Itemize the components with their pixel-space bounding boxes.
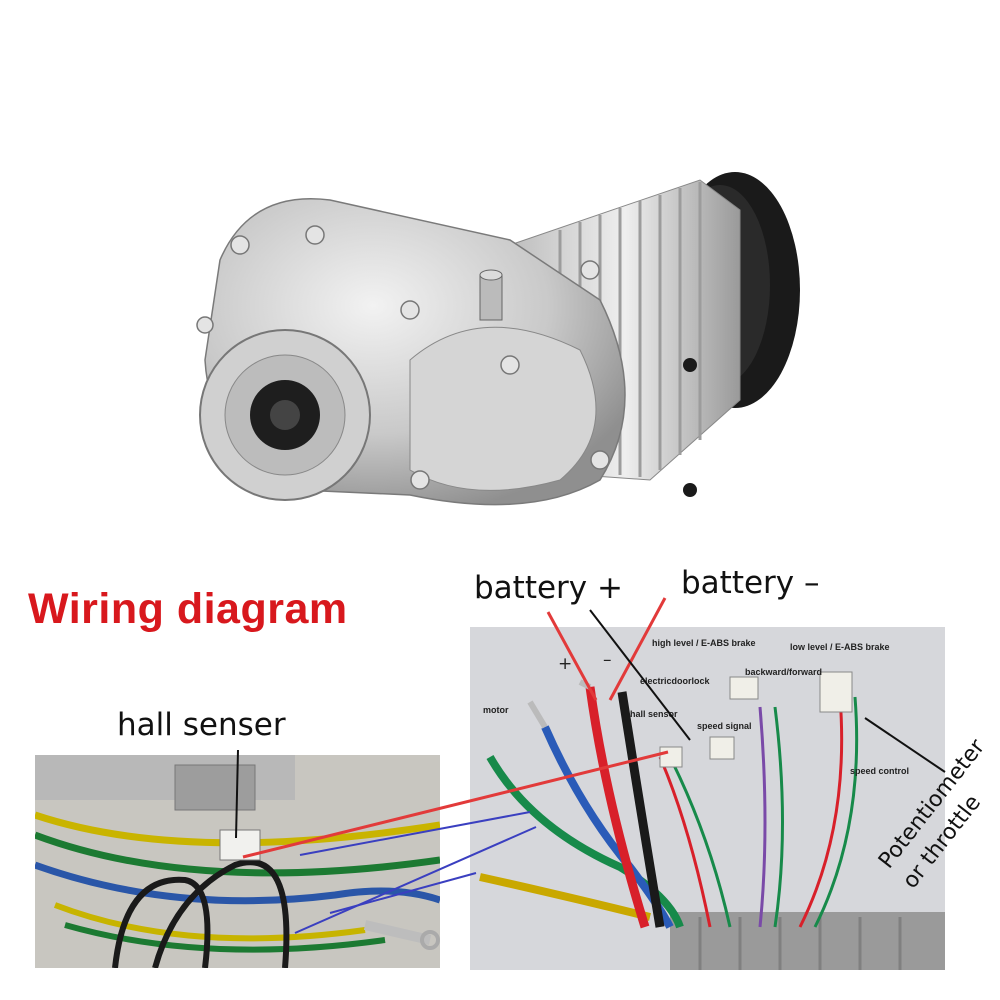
motor-pointer-2 bbox=[294, 826, 537, 934]
battery-positive-label: battery + bbox=[474, 570, 623, 606]
label-hall-sensor: hall sensor bbox=[630, 709, 678, 719]
battery-neg-pointer bbox=[608, 597, 667, 701]
label-speed-signal: speed signal bbox=[697, 721, 752, 731]
controller-photo bbox=[470, 627, 945, 970]
motor-pointer-1 bbox=[299, 811, 531, 856]
hall-senser-pointer bbox=[235, 749, 239, 839]
label-low-level-brake: low level / E-ABS brake bbox=[790, 642, 890, 652]
label-speed-control: speed control bbox=[850, 766, 910, 776]
diagram-title: Wiring diagram bbox=[28, 585, 348, 633]
motor-image bbox=[196, 172, 800, 506]
battery-pos-black-pointer bbox=[589, 609, 691, 741]
label-motor: motor bbox=[483, 705, 509, 715]
minus-sign: – bbox=[603, 650, 612, 670]
label-electricdoorlock: electricdoorlock bbox=[640, 676, 710, 686]
potentiometer-pointer bbox=[864, 717, 946, 773]
label-backward-forward: backward/forward bbox=[745, 667, 823, 677]
battery-pos-pointer bbox=[546, 611, 598, 701]
battery-negative-label: battery – bbox=[681, 565, 820, 601]
plus-sign: + bbox=[558, 654, 573, 674]
motor-pointer-3 bbox=[329, 872, 477, 914]
hall-sensor-pointer bbox=[242, 750, 669, 859]
hall-senser-label: hall senser bbox=[117, 707, 286, 743]
label-high-level-brake: high level / E-ABS brake bbox=[652, 638, 756, 648]
